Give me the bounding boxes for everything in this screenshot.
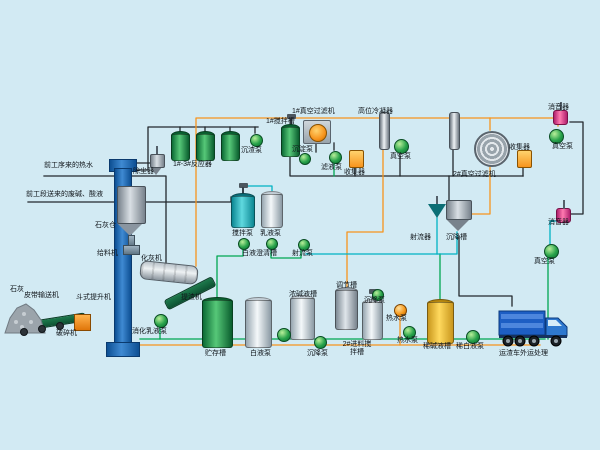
label-vacuum-pump-2: 真空泵 xyxy=(552,143,573,150)
storage-tank xyxy=(202,297,233,348)
vacuum-filter-1-drum xyxy=(303,120,331,144)
cyclone-cone xyxy=(150,167,162,175)
jet-device xyxy=(428,196,446,220)
label-vacuum-filter-1: 1#真空过滤机 xyxy=(292,108,335,115)
label-slag-extractor: 提渣机 xyxy=(181,294,202,301)
label-vacuum-pump-3: 真空泵 xyxy=(534,258,555,265)
label-settling-pump-top: 沉淀泵 xyxy=(292,146,313,153)
cyclone-stack xyxy=(155,146,158,154)
vacuum-pump-3 xyxy=(544,244,559,259)
crusher-machine xyxy=(74,314,91,331)
label-emulsion-pump: 乳液泵 xyxy=(260,230,281,237)
label-slag-truck: 运渣车外运处理 xyxy=(499,350,548,357)
muffler-2 xyxy=(556,200,571,223)
label-mixing-tank-1: 1#搅拌槽 xyxy=(266,118,295,125)
label-feeder: 给料机 xyxy=(97,250,118,257)
label-reactors: 1#-3#反应器 xyxy=(173,161,212,168)
label-crusher: 破碎机 xyxy=(56,330,77,337)
high-level-condenser-1 xyxy=(379,112,390,150)
label-digestion-emulsion-pump: 消化乳液泵 xyxy=(132,328,167,335)
label-jet-pump: 射流泵 xyxy=(292,250,313,257)
strong-alkali-tank xyxy=(290,295,315,340)
dilute-white-liquor-pump xyxy=(466,330,480,344)
label-vacuum-filter-2: 2#真空过滤机 xyxy=(453,171,496,178)
lime-silo-vessel xyxy=(117,186,146,247)
label-slag-pump: 沉渣泵 xyxy=(241,147,262,154)
white-liquor-tank xyxy=(245,297,272,348)
dust-collector-cyclone xyxy=(150,146,165,176)
silo-body xyxy=(117,186,146,224)
vacuum-pump-1 xyxy=(394,139,409,154)
high-level-condenser-2 xyxy=(449,112,460,150)
reactor-tank-2 xyxy=(196,131,215,161)
label-settling-pump-2: 沉降泵 xyxy=(364,297,385,304)
label-settling-tank: 沉降槽 xyxy=(446,234,467,241)
settling-pump-1 xyxy=(314,336,327,349)
label-feed-mixing-tank-2: 2#进料搅拌槽 xyxy=(342,341,372,357)
label-muffler-2: 消音器 xyxy=(548,219,569,226)
label-regulating-tank: 调节槽 xyxy=(336,282,357,289)
slag-pump xyxy=(250,134,263,147)
conveyor-wheel xyxy=(20,328,28,336)
conveyor-wheel xyxy=(38,325,46,333)
feeder-box xyxy=(123,245,140,255)
filtrate-pump xyxy=(329,151,342,164)
label-lime: 石灰 xyxy=(10,286,24,293)
label-collector-2: 收集器 xyxy=(509,144,530,151)
label-strong-alkali-tank: 浓碱液槽 xyxy=(289,291,317,298)
label-settling-pump-1: 沉降泵 xyxy=(307,350,328,357)
label-hot-water-in: 前工序来的热水 xyxy=(44,162,93,169)
regulating-tank xyxy=(335,287,358,330)
label-vacuum-pump-1: 真空泵 xyxy=(390,153,411,160)
feed-mixing-tank-2 xyxy=(362,289,383,340)
label-dilute-alkali-tank: 稀碱液槽 xyxy=(423,343,451,350)
label-collector-1: 收集器 xyxy=(344,169,365,176)
vacuum-pump-2 xyxy=(549,129,564,144)
label-hot-water-pump-2: 热水泵 xyxy=(397,337,418,344)
emulsion-pump xyxy=(266,238,278,250)
settling-tank-vessel xyxy=(446,200,472,240)
label-dilute-white-pump: 稀白液泵 xyxy=(456,343,484,350)
label-waste-liquor-in: 前工段送来的废碱、酸液 xyxy=(26,191,103,198)
label-filtrate-pump: 滤液泵 xyxy=(321,164,342,171)
hot-water-pump-1 xyxy=(394,304,407,317)
white-liquor-pump xyxy=(277,328,291,342)
reactor-tank-1 xyxy=(171,131,190,161)
label-high-condenser: 高位冷凝器 xyxy=(358,108,393,115)
label-muffler-1: 消音器 xyxy=(548,104,569,111)
cyclone-body xyxy=(150,154,165,168)
settling-pump-2 xyxy=(372,289,384,301)
label-belt-conveyor: 皮带输送机 xyxy=(24,292,59,299)
conveyor-wheel xyxy=(56,322,64,330)
label-bucket-elevator: 斗式提升机 xyxy=(76,294,111,301)
label-hot-water-pump-1: 热水泵 xyxy=(386,315,407,322)
bucket-elevator-base xyxy=(106,342,140,357)
dilute-alkali-tank xyxy=(427,299,454,344)
jet-pump xyxy=(298,239,310,251)
label-agitator-pump: 搅拌泵 xyxy=(232,230,253,237)
white-liquor-clarifier-tank xyxy=(261,191,283,228)
hot-water-pump-2 xyxy=(403,326,416,339)
agitator-pump xyxy=(238,238,250,250)
label-storage-tank: 贮存槽 xyxy=(205,350,226,357)
clarifier-agitated-tank xyxy=(231,183,255,228)
mixing-tank-1 xyxy=(281,114,300,157)
label-lime-silo: 石灰仓 xyxy=(95,222,116,229)
label-white-liquor-pump: 白液泵 xyxy=(250,350,271,357)
settling-pump-top xyxy=(299,153,311,165)
silo-cone xyxy=(117,223,143,236)
vacuum-filter-2-drum xyxy=(474,131,510,167)
digestion-emulsion-pump xyxy=(154,314,168,328)
collector-2-box xyxy=(517,150,532,168)
label-white-liquor-clarifier: 白液澄清槽 xyxy=(242,250,277,257)
label-jet-device: 射流器 xyxy=(410,234,431,241)
label-lime-slaker: 化灰机 xyxy=(141,255,162,262)
muffler-1 xyxy=(553,102,568,125)
label-dust-collector: 除尘器 xyxy=(133,168,154,175)
reactor-tank-3 xyxy=(221,131,240,161)
collector-1-box xyxy=(349,150,364,168)
slag-truck-vehicle xyxy=(498,310,568,347)
